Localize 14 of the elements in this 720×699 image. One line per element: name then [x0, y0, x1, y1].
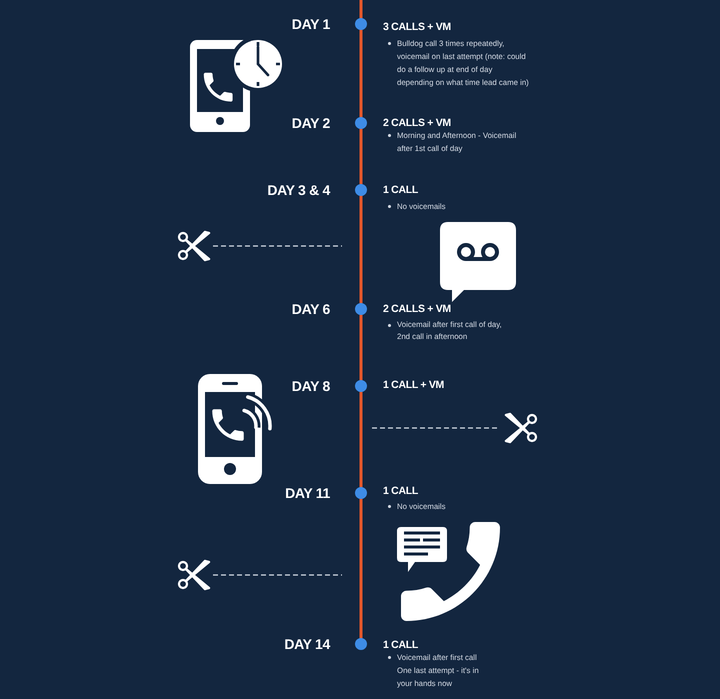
- day-label: DAY 11: [285, 485, 330, 501]
- day-label: DAY 3 & 4: [267, 182, 330, 198]
- day-label: DAY 8: [292, 378, 330, 394]
- day-label: DAY 6: [292, 301, 330, 317]
- day-label: DAY 14: [284, 636, 330, 652]
- call-count-heading: 2 CALLS + VM: [383, 117, 451, 129]
- call-count-heading: 1 CALL: [383, 184, 418, 196]
- day-label: DAY 1: [292, 16, 330, 32]
- call-count-heading: 1 CALL + VM: [383, 379, 444, 391]
- call-count-heading: 1 CALL: [383, 485, 418, 497]
- call-count-heading: 2 CALLS + VM: [383, 303, 451, 315]
- call-count-heading: 3 CALLS + VM: [383, 21, 451, 33]
- day-label: DAY 2: [292, 115, 330, 131]
- call-count-heading: 1 CALL: [383, 639, 418, 651]
